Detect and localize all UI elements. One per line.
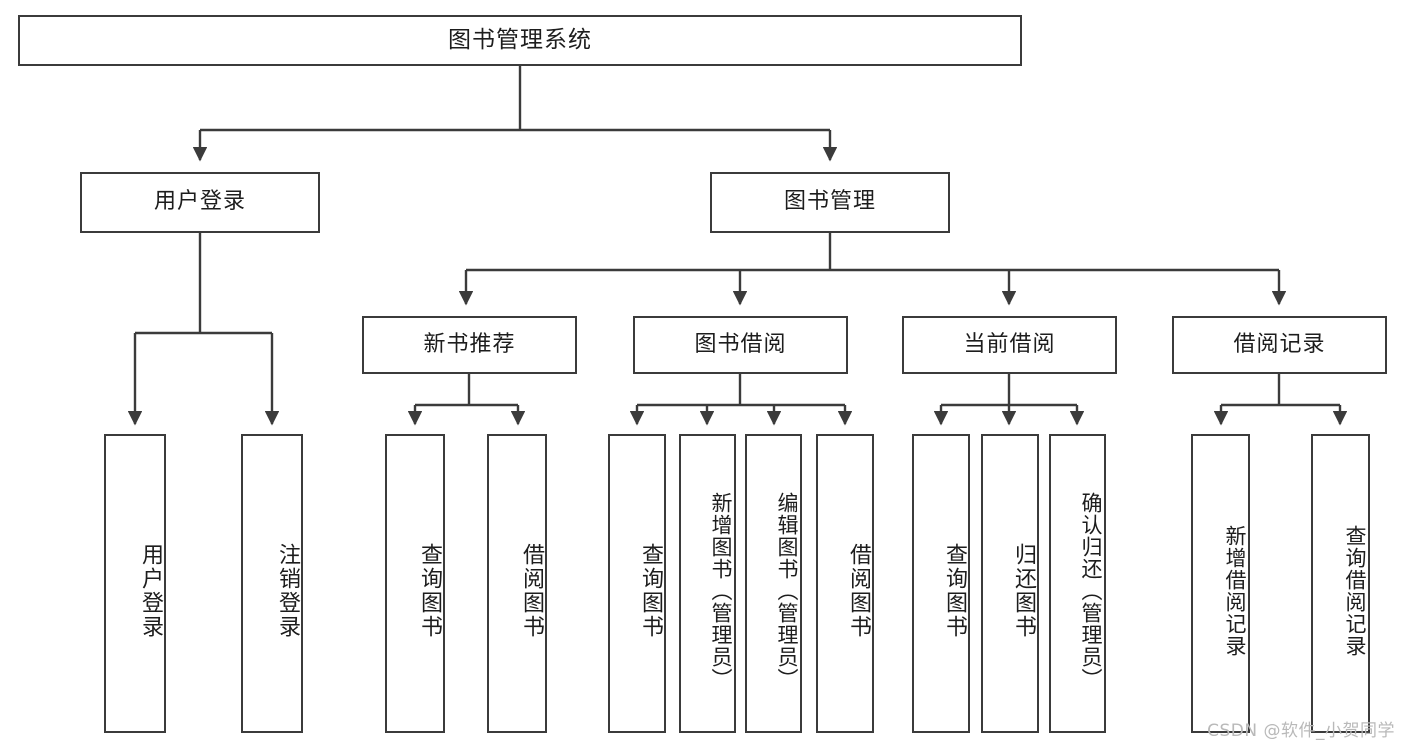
node-borrow-records[interactable]: 借阅记录 (1172, 316, 1387, 374)
leaf-borrow-add-book-admin[interactable]: 新增图书（管理员） (679, 434, 736, 733)
leaf-recommend-borrow-book[interactable]: 借阅图书 (487, 434, 547, 733)
node-book-management[interactable]: 图书管理 (710, 172, 950, 233)
node-root-system[interactable]: 图书管理系统 (18, 15, 1022, 66)
node-book-borrow[interactable]: 图书借阅 (633, 316, 848, 374)
node-user-login[interactable]: 用户登录 (80, 172, 320, 233)
leaf-borrow-edit-book-admin[interactable]: 编辑图书（管理员） (745, 434, 802, 733)
leaf-borrow-borrow-book[interactable]: 借阅图书 (816, 434, 874, 733)
leaf-records-query-record[interactable]: 查询借阅记录 (1311, 434, 1370, 733)
leaf-user-logout[interactable]: 注销登录 (241, 434, 303, 733)
leaf-current-confirm-return-admin[interactable]: 确认归还（管理员） (1049, 434, 1106, 733)
leaf-current-query-book[interactable]: 查询图书 (912, 434, 970, 733)
leaf-borrow-query-book[interactable]: 查询图书 (608, 434, 666, 733)
leaf-records-add-record[interactable]: 新增借阅记录 (1191, 434, 1250, 733)
leaf-recommend-query-book[interactable]: 查询图书 (385, 434, 445, 733)
node-current-borrow[interactable]: 当前借阅 (902, 316, 1117, 374)
leaf-user-login[interactable]: 用户登录 (104, 434, 166, 733)
leaf-current-return-book[interactable]: 归还图书 (981, 434, 1039, 733)
watermark-text: CSDN @软件_小贺同学 (1207, 721, 1395, 741)
node-new-book-recommend[interactable]: 新书推荐 (362, 316, 577, 374)
